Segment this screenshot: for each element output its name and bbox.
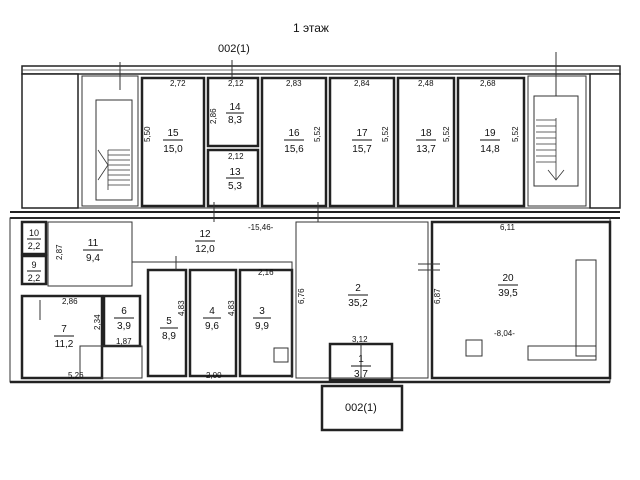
dim-label: 6,76 xyxy=(297,288,306,304)
room-6-number: 6 xyxy=(121,306,127,317)
room-12-area: 12,0 xyxy=(195,244,215,255)
room-11-number: 11 xyxy=(88,238,99,249)
door-label-top: 002(1) xyxy=(218,43,250,55)
room-3-number: 3 xyxy=(259,306,265,317)
room-4-area: 9,6 xyxy=(205,321,219,332)
room-17-number: 17 xyxy=(356,128,368,139)
room-9-area: 2,2 xyxy=(28,273,41,283)
room-10-number: 10 xyxy=(29,228,39,238)
lower-block xyxy=(9,217,611,383)
room-18-number: 18 xyxy=(420,128,432,139)
dim-label: 5,52 xyxy=(313,126,322,142)
room-15 xyxy=(140,76,206,208)
room-9 xyxy=(20,254,48,286)
room-14-number: 14 xyxy=(229,102,241,113)
room-5-number: 5 xyxy=(166,316,172,327)
dim-label: 4,83 xyxy=(227,300,236,316)
dim-label: 2,12 xyxy=(228,79,244,88)
room-7-number: 7 xyxy=(61,324,67,335)
room-3-area: 9,9 xyxy=(255,321,269,332)
room-16-number: 16 xyxy=(288,128,300,139)
dim-label: 2,86 xyxy=(62,297,78,306)
room-10-area: 2,2 xyxy=(28,241,41,251)
stair-right xyxy=(527,75,587,207)
room-1-number: 1 xyxy=(358,354,364,365)
entrance xyxy=(320,384,404,432)
dim-label: 2,86 xyxy=(209,108,218,124)
dim-label: 2,83 xyxy=(286,79,302,88)
room-9-number: 9 xyxy=(31,260,36,270)
room-14-area: 8,3 xyxy=(228,115,242,126)
dim-label: -15,46- xyxy=(248,223,274,232)
dim-label: 5,26 xyxy=(68,371,84,380)
room-16-area: 15,6 xyxy=(284,144,304,155)
room-17-area: 15,7 xyxy=(352,144,372,155)
dim-label: -8,04- xyxy=(494,329,515,338)
room-19-area: 14,8 xyxy=(480,144,500,155)
dim-label: 5,52 xyxy=(442,126,451,142)
room-15-area: 15,0 xyxy=(163,144,183,155)
dim-label: 5,52 xyxy=(381,126,390,142)
room-2-number: 2 xyxy=(355,283,361,294)
room-12-number: 12 xyxy=(199,229,211,240)
room-19-number: 19 xyxy=(484,128,496,139)
room-20 xyxy=(430,220,612,380)
room-17 xyxy=(328,76,396,208)
room-14 xyxy=(206,76,260,148)
room-18 xyxy=(396,76,456,208)
dim-label: 5,50 xyxy=(143,126,152,142)
room-20-number: 20 xyxy=(502,273,514,284)
room-1-area: 3,7 xyxy=(354,369,368,380)
dim-label: 2,12 xyxy=(228,152,244,161)
door-label-bottom: 002(1) xyxy=(345,402,377,414)
dim-label: 3,12 xyxy=(352,335,368,344)
dim-label: 2,00 xyxy=(206,371,222,380)
room-2-area: 35,2 xyxy=(348,298,368,309)
room-15-number: 15 xyxy=(167,128,179,139)
room-7 xyxy=(20,294,104,380)
dim-label: 2,34 xyxy=(93,314,102,330)
room-18-area: 13,7 xyxy=(416,144,436,155)
stair-left xyxy=(81,75,139,207)
room-13 xyxy=(206,148,260,208)
dim-label: 2,68 xyxy=(480,79,496,88)
room-10 xyxy=(20,220,48,256)
room-2 xyxy=(295,221,429,379)
room-4 xyxy=(188,268,238,378)
dim-label: 2,72 xyxy=(170,79,186,88)
room-7-area: 11,2 xyxy=(55,339,74,350)
dim-label: 4,83 xyxy=(177,300,186,316)
room-16 xyxy=(260,76,328,208)
room-5-area: 8,9 xyxy=(162,331,176,342)
room-5 xyxy=(146,268,188,378)
room-4-number: 4 xyxy=(209,306,215,317)
dim-label: 6,11 xyxy=(500,223,516,232)
dim-label: 5,52 xyxy=(511,126,520,142)
floor-title: 1 этаж xyxy=(293,21,329,35)
room-19 xyxy=(456,76,526,208)
room-6-area: 3,9 xyxy=(117,321,131,332)
dim-label: 1,87 xyxy=(116,337,132,346)
dim-label: 2,16 xyxy=(258,268,274,277)
room-13-number: 13 xyxy=(229,167,241,178)
dim-label: 2,84 xyxy=(354,79,370,88)
room-11 xyxy=(47,221,133,287)
room-20-area: 39,5 xyxy=(498,288,518,299)
dim-label: 2,48 xyxy=(418,79,434,88)
room-11-area: 9,4 xyxy=(86,253,100,264)
room-13-area: 5,3 xyxy=(228,181,242,192)
dim-label: 2,87 xyxy=(55,244,64,260)
dim-label: 6,87 xyxy=(433,288,442,304)
